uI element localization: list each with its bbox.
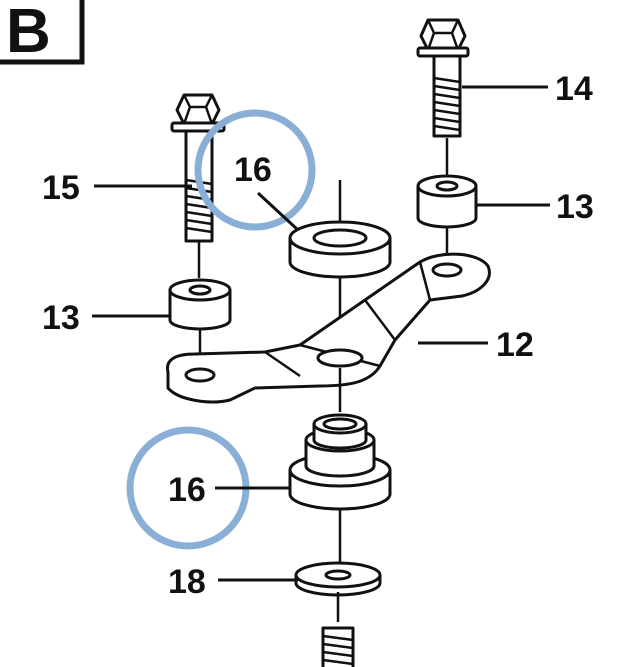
damper-bottom	[288, 413, 392, 566]
bushing-right	[416, 174, 478, 258]
section-letter: B	[6, 0, 51, 66]
stud-bottom	[321, 626, 355, 667]
leader-16-top	[256, 191, 300, 232]
damper-top	[288, 180, 392, 340]
callout-16-bottom: 16	[168, 471, 206, 509]
bracket	[165, 252, 491, 412]
callout-13-left: 13	[42, 299, 80, 337]
callout-13-right: 13	[556, 188, 594, 226]
section-label: B	[0, 0, 85, 66]
bolt-right	[416, 18, 470, 176]
callout-14: 14	[555, 70, 593, 108]
callout-12: 12	[496, 326, 534, 364]
washer	[294, 561, 382, 622]
callout-18: 18	[168, 563, 206, 601]
highlight-circle-top	[194, 109, 316, 231]
bushing-left	[168, 278, 232, 370]
callout-15: 15	[42, 169, 80, 207]
callout-16-top: 16	[234, 151, 272, 189]
